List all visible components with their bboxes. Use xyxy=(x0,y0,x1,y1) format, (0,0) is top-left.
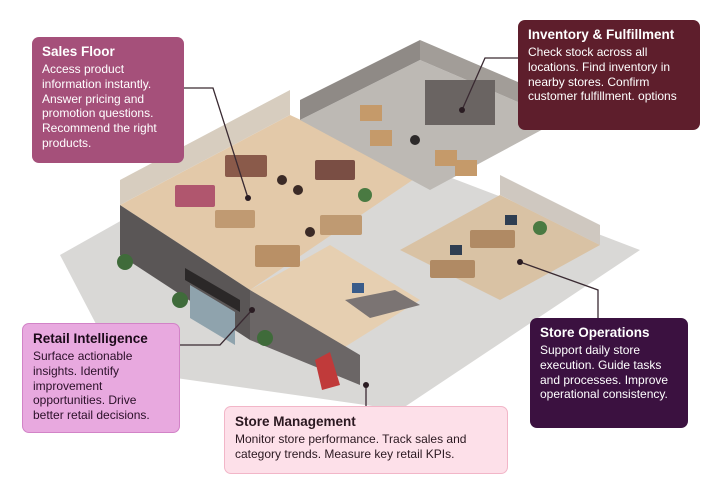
office-monitor xyxy=(505,215,517,225)
sales-floor-connector-dot xyxy=(245,195,251,201)
plant xyxy=(257,330,273,346)
checkout-counter xyxy=(345,290,420,318)
sale-sign xyxy=(315,352,340,390)
plant xyxy=(117,254,133,270)
storefront-window xyxy=(190,285,235,345)
display-table xyxy=(320,215,362,235)
retail-intelligence-title: Retail Intelligence xyxy=(33,331,148,346)
office-desk xyxy=(430,260,475,278)
stock-box xyxy=(455,160,477,176)
store-management-connector-dot xyxy=(363,382,369,388)
sales-floor-description: Access product information instantly. An… xyxy=(42,62,157,150)
stock-box xyxy=(435,150,457,166)
plant xyxy=(358,188,372,202)
store-management-description: Monitor store performance. Track sales a… xyxy=(235,432,467,462)
sales-floor-area xyxy=(120,115,420,290)
checkout-floor xyxy=(250,245,420,350)
checkout-screen xyxy=(352,283,364,293)
storeroom-back-wall xyxy=(300,40,420,120)
inventory-connector-dot xyxy=(459,107,465,113)
store-operations-connector-dot xyxy=(517,259,523,265)
retail-intelligence-connector xyxy=(180,309,253,346)
staff-figure xyxy=(293,185,303,195)
plant xyxy=(533,221,547,235)
store-operations-title: Store Operations xyxy=(540,325,650,340)
sales-floor-callout: Sales Floor Access product information i… xyxy=(32,37,184,163)
store-operations-description: Support daily store execution. Guide tas… xyxy=(540,343,669,402)
retail-intelligence-callout: Retail Intelligence Surface actionable i… xyxy=(22,323,180,433)
stock-box xyxy=(370,130,392,146)
stock-worker-figure xyxy=(410,135,420,145)
office-wall xyxy=(500,175,600,245)
retail-intelligence-connector-dot xyxy=(249,307,255,313)
store-operations-connector xyxy=(519,261,599,318)
clothing-rack xyxy=(175,185,215,207)
inventory-fulfillment-callout: Inventory & Fulfillment Check stock acro… xyxy=(518,20,700,130)
inventory-connector xyxy=(461,57,518,111)
stock-box xyxy=(360,105,382,121)
inventory-fulfillment-title: Inventory & Fulfillment xyxy=(528,27,675,42)
display-table xyxy=(215,210,255,228)
storage-shelf xyxy=(425,80,495,125)
storefront-awning xyxy=(185,268,240,312)
clothing-rack xyxy=(225,155,267,177)
inventory-fulfillment-description: Check stock across all locations. Find i… xyxy=(528,45,677,104)
store-left-wall xyxy=(120,90,290,205)
store-management-title: Store Management xyxy=(235,414,356,429)
display-table xyxy=(255,245,300,267)
office-monitor xyxy=(450,245,462,255)
store-management-callout: Store Management Monitor store performan… xyxy=(224,406,508,474)
sales-floor-connector xyxy=(183,87,249,199)
clothing-rack xyxy=(315,160,355,180)
office-desk xyxy=(470,230,515,248)
retail-intelligence-description: Surface actionable insights. Identify im… xyxy=(33,349,150,422)
store-operations-callout: Store Operations Support daily store exe… xyxy=(530,318,688,428)
plant xyxy=(172,292,188,308)
shopper-figure xyxy=(305,227,315,237)
sales-floor-title: Sales Floor xyxy=(42,44,115,59)
shopper-figure xyxy=(277,175,287,185)
